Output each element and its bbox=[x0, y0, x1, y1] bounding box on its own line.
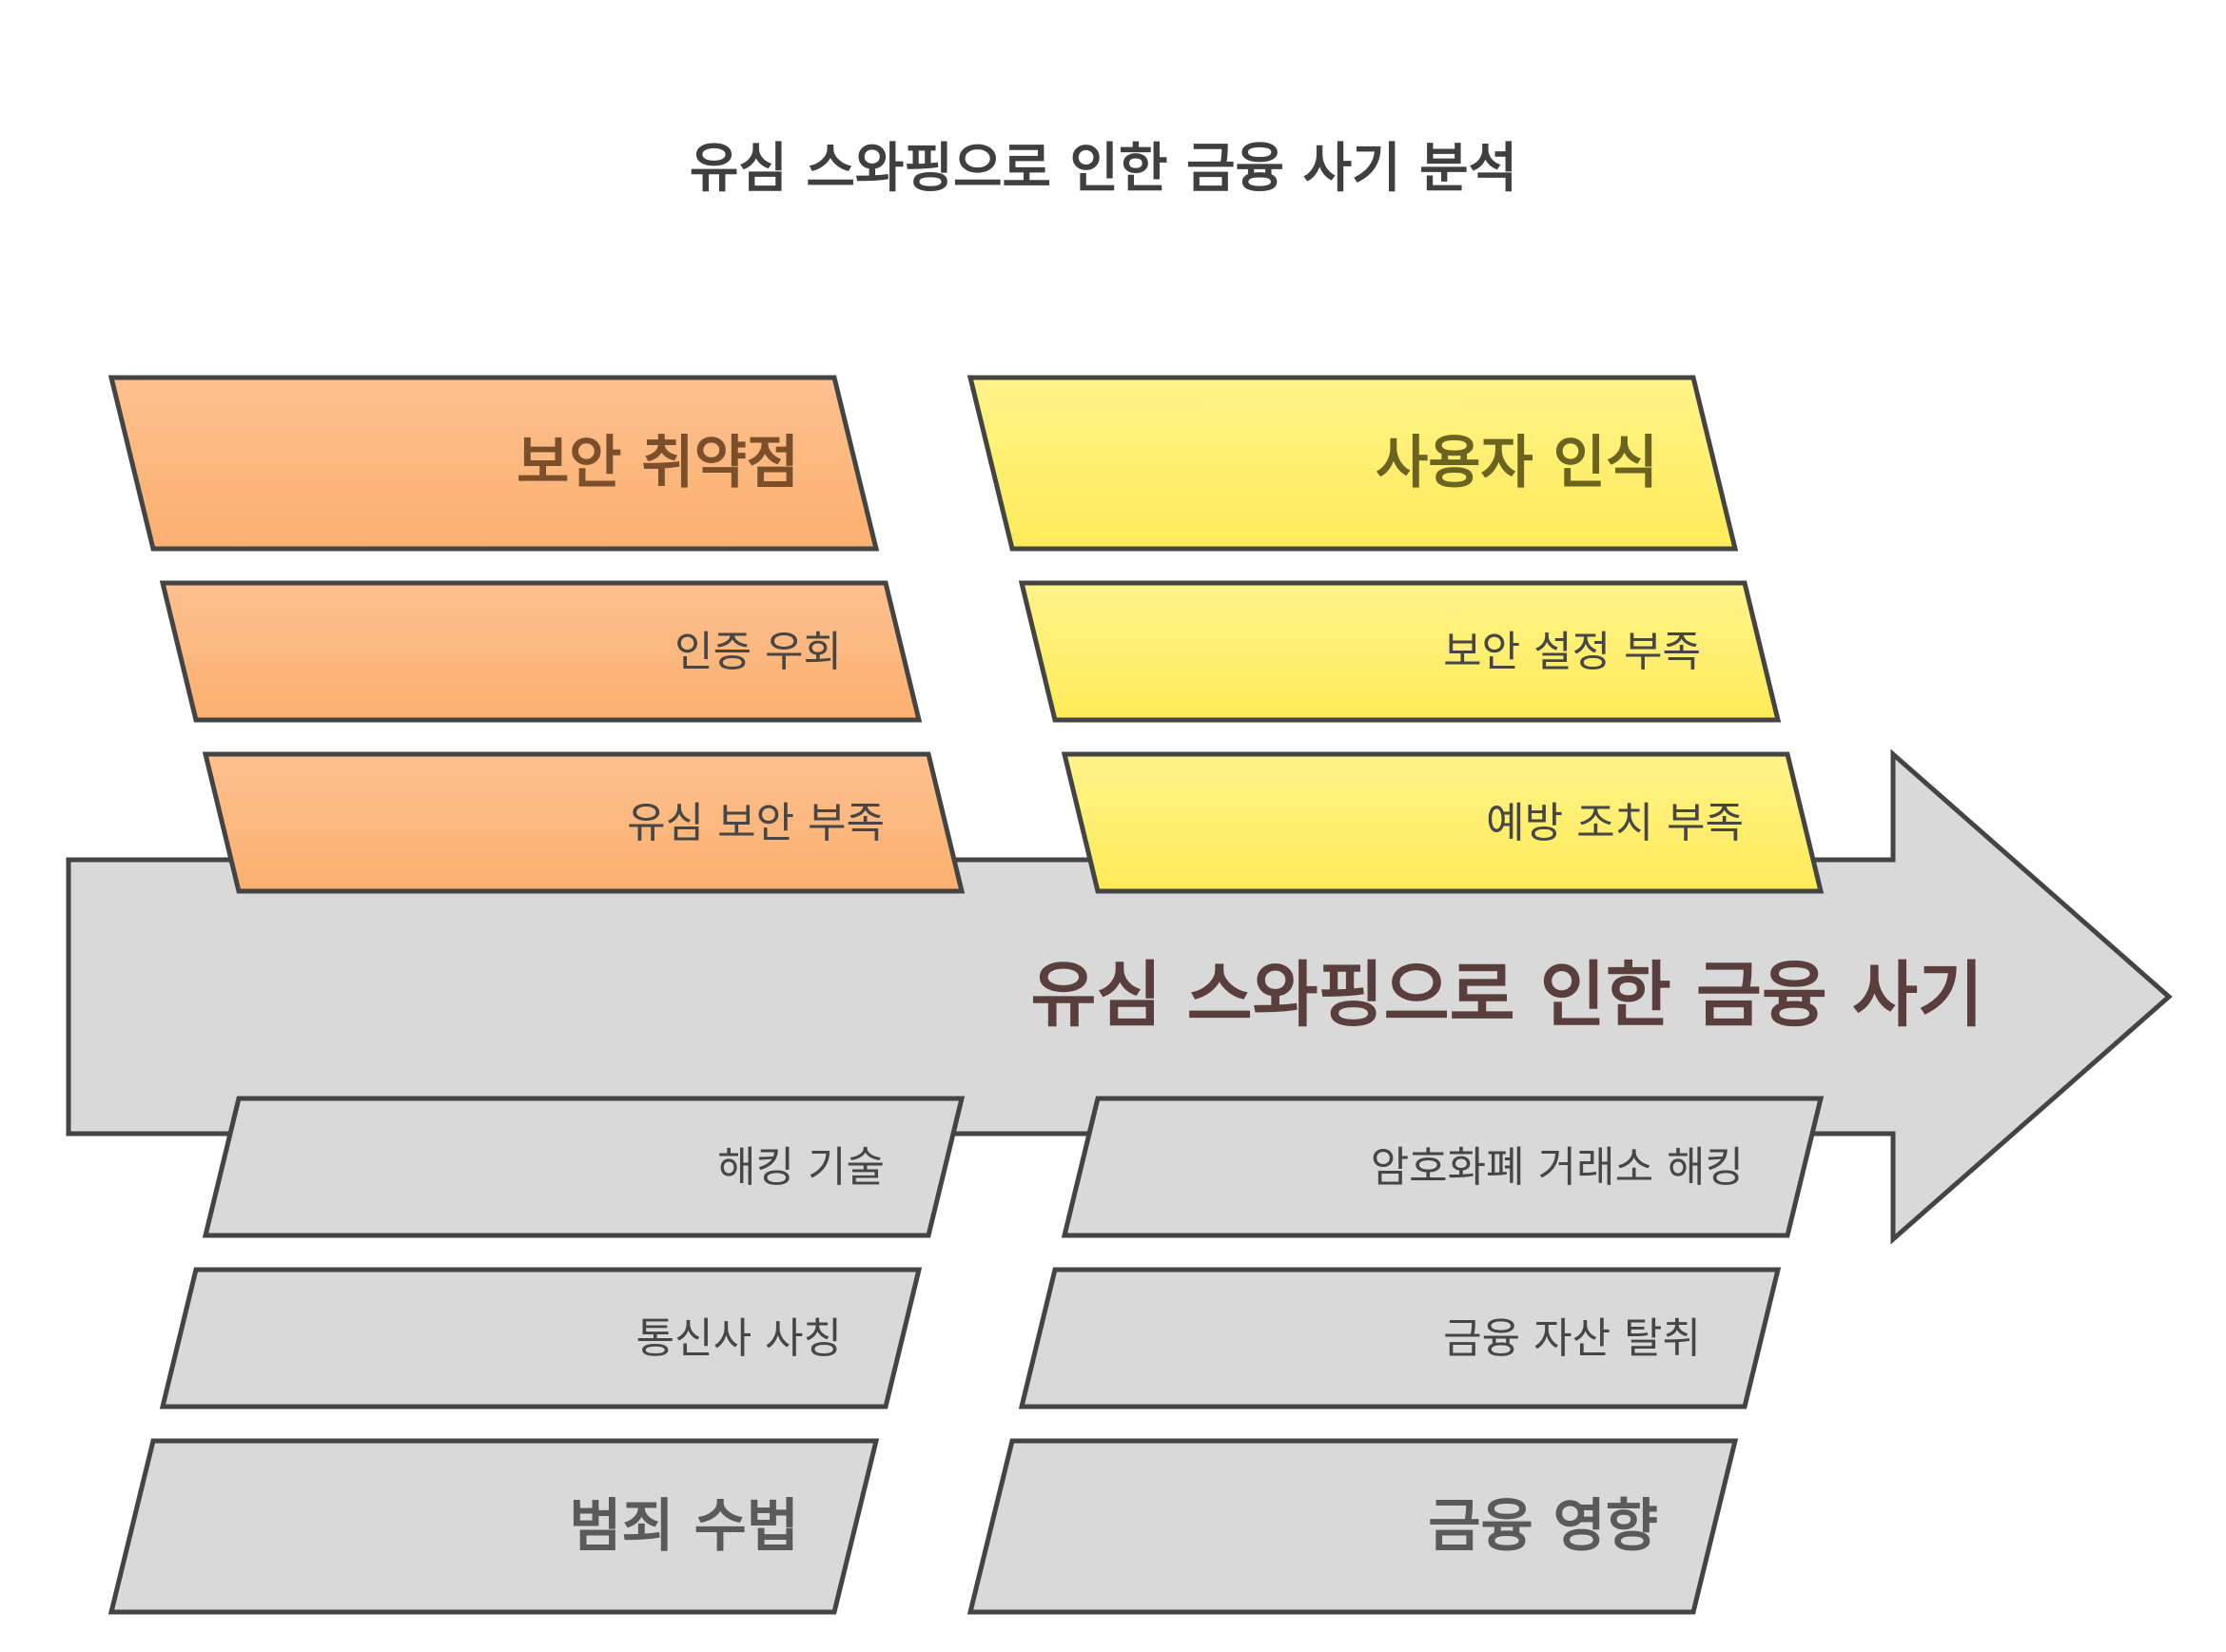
security-item-box bbox=[159, 580, 923, 723]
methods-item-2: 통신사 사칭 bbox=[636, 1314, 842, 1363]
methods-item-box bbox=[202, 1096, 966, 1238]
impact-item-1: 암호화폐 거래소 해킹 bbox=[1371, 1143, 1744, 1192]
methods-item-box bbox=[159, 1267, 923, 1409]
impact-item-box bbox=[1018, 1267, 1782, 1409]
security-item-1: 인증 우회 bbox=[674, 628, 842, 676]
impact-item-box bbox=[1061, 1096, 1825, 1238]
impact-item-2: 금융 자산 탈취 bbox=[1443, 1314, 1701, 1363]
security-item-box bbox=[202, 751, 966, 894]
category-awareness: 사용자 인식 보안 설정 부족 예방 조치 부족 bbox=[967, 375, 1825, 894]
diagram-title: 유심 스와핑으로 인한 금융 사기 분석 bbox=[690, 138, 1517, 200]
awareness-item-box bbox=[1018, 580, 1782, 723]
awareness-heading: 사용자 인식 bbox=[1376, 430, 1658, 496]
spine-label: 유심 스와핑으로 인한 금융 사기 bbox=[1031, 953, 1983, 1037]
methods-item-1: 해킹 기술 bbox=[717, 1143, 885, 1192]
impact-heading: 금융 영향 bbox=[1428, 1493, 1658, 1560]
awareness-item-2: 예방 조치 부족 bbox=[1486, 799, 1744, 847]
security-item-2: 유심 보안 부족 bbox=[627, 799, 885, 847]
methods-heading-box bbox=[107, 1438, 880, 1615]
awareness-heading-box bbox=[967, 375, 1739, 552]
category-security: 보안 취약점 인증 우회 유심 보안 부족 bbox=[107, 375, 966, 894]
security-heading: 보안 취약점 bbox=[517, 430, 799, 496]
category-impact: 암호화폐 거래소 해킹 금융 자산 탈취 금융 영향 bbox=[967, 1096, 1825, 1615]
security-heading-box bbox=[107, 375, 880, 552]
awareness-item-1: 보안 설정 부족 bbox=[1443, 628, 1701, 676]
impact-heading-box bbox=[967, 1438, 1739, 1615]
awareness-item-box bbox=[1061, 751, 1825, 894]
category-methods: 해킹 기술 통신사 사칭 범죄 수법 bbox=[107, 1096, 966, 1615]
methods-heading: 범죄 수법 bbox=[569, 1493, 799, 1560]
